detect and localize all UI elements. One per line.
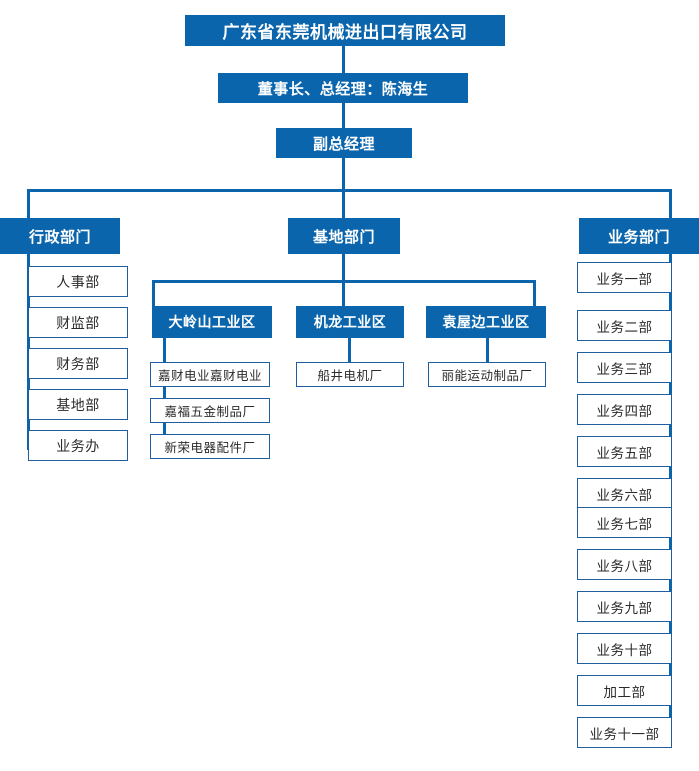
node-business-child[interactable]: 业务六部 [577, 478, 672, 509]
connector-bus-to-base [342, 189, 345, 218]
connector-base-to-zonebus [342, 254, 345, 282]
node-admin-child[interactable]: 人事部 [28, 266, 128, 297]
node-department-business[interactable]: 业务部门 [579, 218, 699, 254]
node-factory[interactable]: 丽能运动制品厂 [428, 362, 546, 387]
node-factory[interactable]: 嘉福五金制品厂 [150, 398, 270, 423]
node-business-child[interactable]: 业务九部 [577, 591, 672, 622]
connector-company-to-chairman [342, 46, 345, 73]
node-business-child[interactable]: 业务十一部 [577, 717, 672, 748]
connector-chairman-to-deputy [342, 103, 345, 128]
node-zone-daling[interactable]: 大岭山工业区 [152, 306, 272, 338]
node-department-admin[interactable]: 行政部门 [0, 218, 120, 254]
node-zone-yuanwubian[interactable]: 袁屋边工业区 [426, 306, 546, 338]
node-business-child[interactable]: 业务七部 [577, 507, 672, 538]
node-factory[interactable]: 新荣电器配件厂 [150, 434, 270, 459]
node-chairman[interactable]: 董事长、总经理：陈海生 [218, 73, 468, 103]
node-business-child[interactable]: 业务四部 [577, 394, 672, 425]
node-admin-child[interactable]: 财监部 [28, 307, 128, 338]
node-business-child[interactable]: 业务十部 [577, 633, 672, 664]
connector-zone-daling-spine [163, 338, 166, 446]
node-deputy[interactable]: 副总经理 [276, 128, 412, 158]
node-business-child[interactable]: 业务八部 [577, 549, 672, 580]
connector-main-bus [27, 189, 672, 192]
connector-deputy-to-bus [342, 158, 345, 192]
node-business-child[interactable]: 业务五部 [577, 436, 672, 467]
connector-zonebus-to-zone-2 [342, 280, 345, 306]
node-admin-child[interactable]: 财务部 [28, 348, 128, 379]
node-admin-child[interactable]: 基地部 [28, 389, 128, 420]
connector-zonebus-to-zone-1 [152, 280, 155, 306]
node-department-base[interactable]: 基地部门 [288, 218, 400, 254]
connector-zonebus-to-zone-3 [533, 280, 536, 306]
node-admin-child[interactable]: 业务办 [28, 430, 128, 461]
node-business-child[interactable]: 业务三部 [577, 352, 672, 383]
node-factory[interactable]: 嘉财电业嘉财电业 [150, 362, 270, 387]
node-company[interactable]: 广东省东莞机械进出口有限公司 [185, 15, 505, 46]
node-business-child[interactable]: 加工部 [577, 675, 672, 706]
connector-bus-to-business [669, 189, 672, 218]
connector-zone-jilong-to-factory [348, 338, 351, 364]
connector-zone-yuanwubian-to-factory [486, 338, 489, 364]
node-factory[interactable]: 船井电机厂 [296, 362, 404, 387]
node-business-child[interactable]: 业务二部 [577, 310, 672, 341]
node-business-child[interactable]: 业务一部 [577, 262, 672, 293]
connector-bus-to-admin [27, 189, 30, 218]
node-zone-jilong[interactable]: 机龙工业区 [296, 306, 404, 338]
